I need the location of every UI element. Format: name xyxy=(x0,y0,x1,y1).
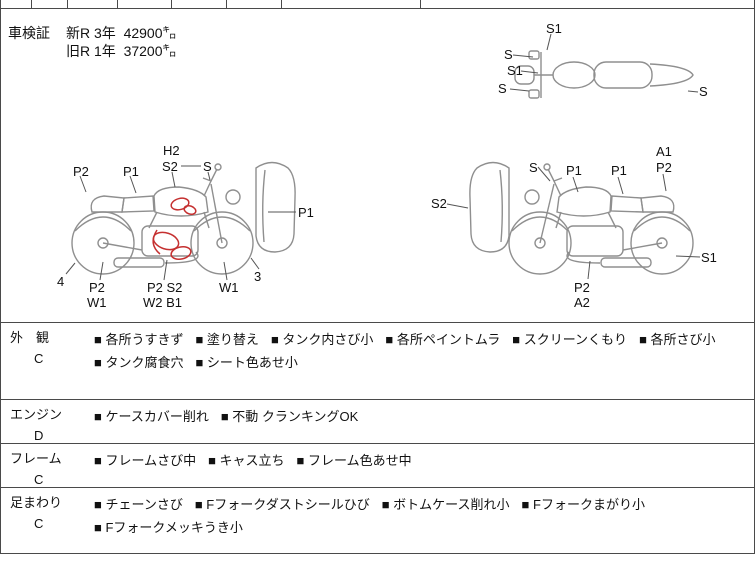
inspection-item: ■ タンク内さび小 xyxy=(270,332,374,347)
inspection-item: ■ スクリーンくもり xyxy=(512,332,628,347)
items-cell: ■ 各所うすきず ■ 塗り替え ■ タンク内さび小 ■ 各所ペイントムラ ■ スクリーン… xyxy=(88,323,755,399)
damage-label-left: H2 xyxy=(163,143,180,158)
inspection-item: ■ ケースカバー削れ xyxy=(94,409,209,424)
leader-lines xyxy=(65,33,701,281)
category-cell: エンジン D xyxy=(0,400,88,443)
damage-label-right: A2 xyxy=(574,295,590,310)
damage-label-left: W1 xyxy=(87,295,107,310)
damage-label-left: P1 xyxy=(298,205,314,220)
inspection-item: ■ Fフォークメッキうき小 xyxy=(94,520,243,535)
damage-label-left: P2 xyxy=(73,164,89,179)
category-label: エンジン xyxy=(10,407,63,422)
inspection-item: ■ ボトムケース削れ小 xyxy=(381,497,510,512)
inspection-row: エンジン D ■ ケースカバー削れ ■ 不動 クランキングOK xyxy=(0,400,755,444)
damage-label-right: S1 xyxy=(701,250,717,265)
inspection-row: フレーム C ■ フレームさび中 ■ キャス立ち ■ フレーム色あせ中 xyxy=(0,444,755,488)
inspection-notes-table: 外 観 C ■ 各所うすきず ■ 塗り替え ■ タンク内さび小 ■ 各所ペイントムラ ■ ス… xyxy=(0,322,755,554)
grade-label: D xyxy=(34,428,44,443)
damage-label-left: W2 B1 xyxy=(143,295,183,310)
right-bike-drawing xyxy=(469,161,694,275)
inspection-item: ■ フレームさび中 xyxy=(94,453,197,468)
items-cell: ■ フレームさび中 ■ キャス立ち ■ フレーム色あせ中 xyxy=(88,444,755,487)
damage-label-left: S xyxy=(203,159,212,174)
damage-label-left: S2 xyxy=(162,159,178,174)
inspection-item: ■ シート色あせ小 xyxy=(195,355,298,370)
category-cell: フレーム C xyxy=(0,444,88,487)
damage-label-left: P1 xyxy=(123,164,139,179)
damage-label-right: P1 xyxy=(611,163,627,178)
damage-label-topview: S xyxy=(498,81,507,96)
inspection-item: ■ 各所うすきず xyxy=(94,332,184,347)
category-cell: 外 観 C xyxy=(0,323,88,399)
damage-label-right: P2 xyxy=(656,160,672,175)
inspection-item: ■ タンク腐食穴 xyxy=(94,355,184,370)
damage-label-left: W1 xyxy=(219,280,239,295)
grade-label: C xyxy=(34,516,44,531)
damage-label-right: A1 xyxy=(656,144,672,159)
inspection-item: ■ 各所ペイントムラ xyxy=(385,332,501,347)
category-cell: 足まわり C xyxy=(0,488,88,553)
inspection-item: ■ Fフォークまがり小 xyxy=(521,497,645,512)
category-label: フレーム xyxy=(10,451,62,466)
damage-label-left: 3 xyxy=(254,269,262,284)
damage-label-topview: S1 xyxy=(507,63,523,78)
inspection-item: ■ Fフォークダストシールひび xyxy=(194,497,370,512)
shaken-new-line: 新R 3年 42900㌔ xyxy=(66,25,177,41)
damage-label-topview: S xyxy=(699,84,708,99)
category-label: 足まわり xyxy=(10,495,63,510)
damage-label-right: P1 xyxy=(566,163,582,178)
left-bike-drawing xyxy=(71,161,296,275)
damage-label-left: 4 xyxy=(57,274,65,289)
category-label: 外 観 xyxy=(10,330,50,345)
shaken-label: 車検証 xyxy=(8,25,50,41)
damage-label-right: S xyxy=(529,160,538,175)
damage-label-right: S2 xyxy=(431,196,447,211)
damage-label-right: P2 xyxy=(574,280,590,295)
grade-label: C xyxy=(34,351,44,366)
damage-label-topview: S xyxy=(504,47,513,62)
topview-bike-drawing xyxy=(514,50,694,99)
inspection-item: ■ チェーンさび xyxy=(94,497,183,512)
inspection-item: ■ フレーム色あせ中 xyxy=(296,453,412,468)
inspection-item: ■ 塗り替え xyxy=(195,332,259,347)
damage-label-left: P2 S2 xyxy=(147,280,183,295)
grade-label: C xyxy=(34,472,44,487)
items-cell: ■ ケースカバー削れ ■ 不動 クランキングOK xyxy=(88,400,755,443)
damage-marks xyxy=(152,197,197,260)
damage-label-left: P2 xyxy=(89,280,105,295)
inspection-item: ■ 不動 クランキングOK xyxy=(220,409,359,424)
items-cell: ■ チェーンさび ■ Fフォークダストシールひび ■ ボトムケース削れ小 ■ Fフォー… xyxy=(88,488,755,553)
inspection-item: ■ 各所さび小 xyxy=(639,332,716,347)
damage-label-topview: S1 xyxy=(546,21,562,36)
inspection-row: 外 観 C ■ 各所うすきず ■ 塗り替え ■ タンク内さび小 ■ 各所ペイントムラ ■ ス… xyxy=(0,323,755,400)
inspection-item: ■ キャス立ち xyxy=(208,453,285,468)
shaken-old-line: 旧R 1年 37200㌔ xyxy=(66,43,177,59)
